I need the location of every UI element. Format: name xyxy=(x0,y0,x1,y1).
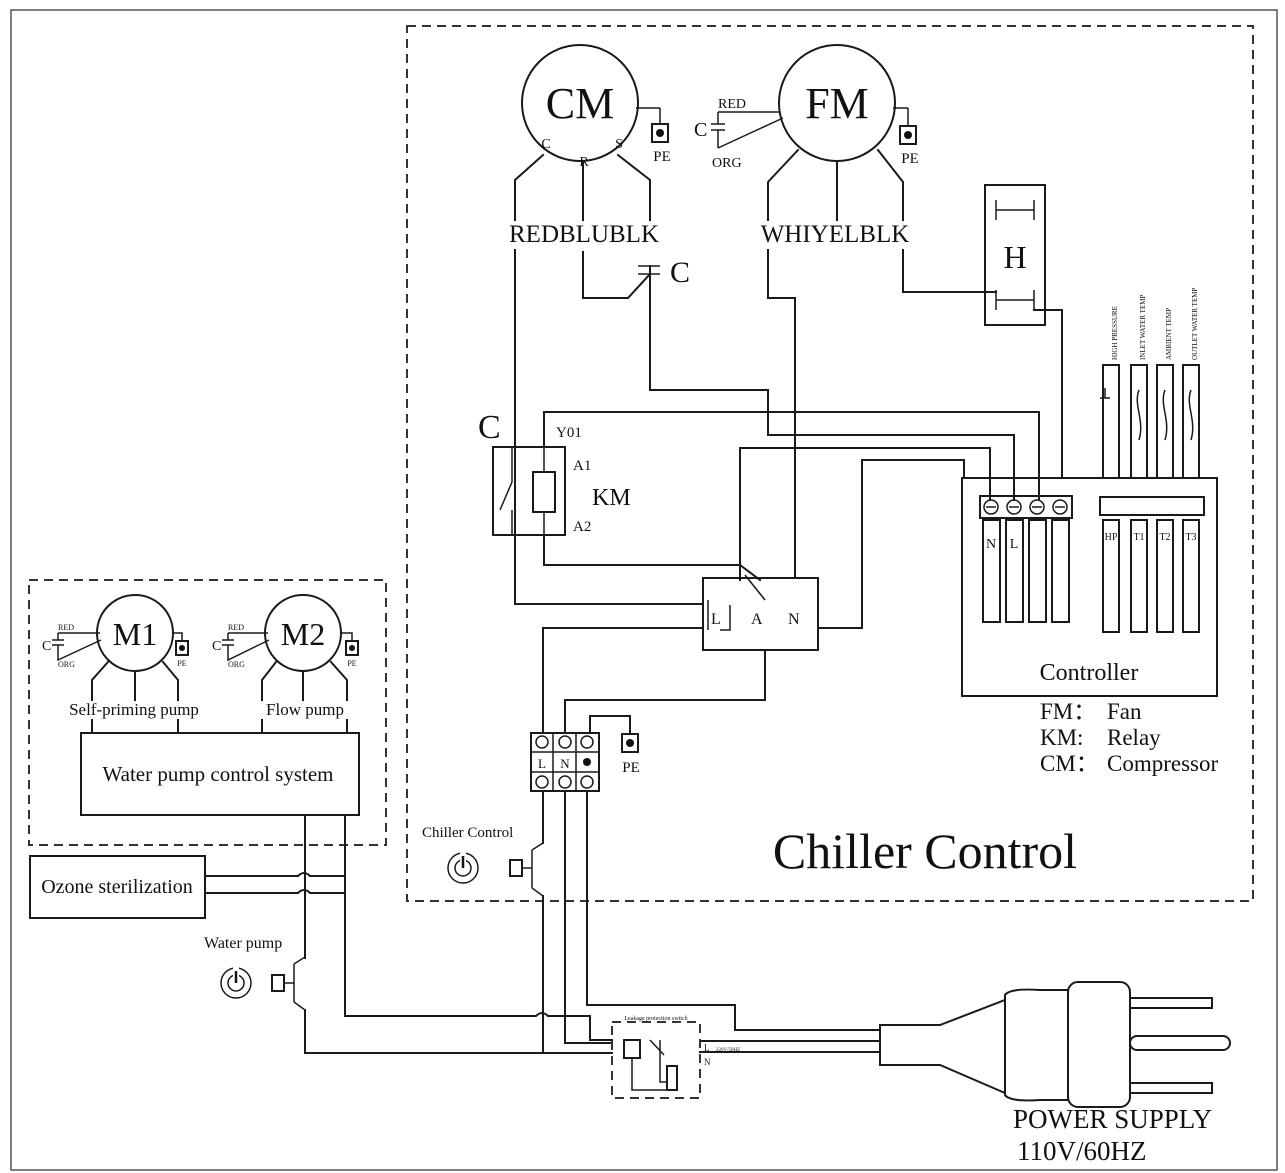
leakage-protection-switch: Leakage protection switch L N 220V/50HZ xyxy=(611,1016,740,1099)
fan-capacitor-label: C xyxy=(694,119,707,141)
pump-m1-label: M1 xyxy=(113,616,157,652)
sensor-probe: INLET WATER TEMP xyxy=(1130,295,1148,496)
start-capacitor-icon xyxy=(582,251,769,391)
chiller-switch-block: L A N xyxy=(702,574,819,651)
controller-sensor-label: T3 xyxy=(1185,532,1196,543)
fan-motor: FM RED ORG C xyxy=(694,44,896,171)
water-pump-region xyxy=(28,579,387,846)
chiller-control-title: Chiller Control xyxy=(773,823,1077,879)
sensor-probe-label: OUTLET WATER TEMP xyxy=(1191,288,1199,360)
heater: H xyxy=(984,184,1046,326)
sensor-probes: HIGH PRESSURE INLET WATER TEMP AMBIENT T… xyxy=(1100,288,1200,496)
ground-pe-label: PE xyxy=(622,760,640,776)
fan-capacitor-icon xyxy=(711,111,784,149)
water-pump-label: Water pump xyxy=(204,935,282,952)
compressor-pe-label: PE xyxy=(653,149,671,165)
fan-ground-icon: PE xyxy=(893,107,919,167)
fan-wire-colors: WHIYELBLK xyxy=(761,221,910,248)
pump-m1-org-label: ORG xyxy=(58,660,75,669)
controller-terminal-label: L xyxy=(1010,537,1019,552)
sensor-probe-label: AMBIENT TEMP xyxy=(1165,308,1173,360)
legend-key: FM： xyxy=(1040,699,1096,724)
switch-n-label: N xyxy=(788,611,800,628)
pump-m2-pe-label: PE xyxy=(347,659,356,668)
sensor-probe: OUTLET WATER TEMP xyxy=(1182,288,1200,496)
flow-pump-label: Flow pump xyxy=(266,700,344,719)
controller-sensor-label: T2 xyxy=(1159,532,1170,543)
sensor-probe-label: INLET WATER TEMP xyxy=(1139,295,1147,360)
water-pump-control-box: Water pump control system xyxy=(80,732,360,816)
pump-m1: M1 RED ORG C PE xyxy=(42,594,189,701)
controller-sensor-terminals: HP T1 T2 T3 xyxy=(1099,496,1205,633)
ozone-sterilization-box: Ozone sterilization xyxy=(29,855,206,919)
heater-label: H xyxy=(1003,239,1026,275)
leakage-l-label: L xyxy=(704,1043,710,1053)
pump-m2-org-label: ORG xyxy=(228,660,245,669)
terminal-c-label: C xyxy=(541,137,550,152)
controller-sensor-label: T1 xyxy=(1133,532,1144,543)
water-pump-switch[interactable]: Water pump xyxy=(204,935,306,1011)
legend: FM： Fan KM: Relay CM： Compressor xyxy=(1040,699,1219,776)
water-pump-control-label: Water pump control system xyxy=(102,762,333,786)
fan-org-label: ORG xyxy=(712,156,742,171)
power-plug-icon xyxy=(879,981,1231,1108)
controller-label: Controller xyxy=(1040,660,1139,686)
terminal-s-label: S xyxy=(615,137,623,152)
relay-km: C Y01 A1 A2 KM xyxy=(478,409,631,536)
legend-value: Fan xyxy=(1107,699,1142,724)
controller-sensor-label: HP xyxy=(1105,532,1118,543)
compressor-motor: CM C R S xyxy=(521,44,639,170)
relay-a1-label: A1 xyxy=(573,458,591,474)
compressor-ground-icon: PE xyxy=(636,107,671,165)
fan-label: FM xyxy=(805,79,869,128)
start-capacitor-label: C xyxy=(670,256,690,289)
relay-km-label: KM xyxy=(592,485,631,511)
legend-value: Compressor xyxy=(1107,751,1219,776)
sensor-probe: AMBIENT TEMP xyxy=(1156,308,1174,496)
fan-pe-label: PE xyxy=(901,151,919,167)
switch-a-label: A xyxy=(751,611,763,628)
compressor-wire-colors: REDBLUBLK xyxy=(509,221,659,248)
legend-key: CM： xyxy=(1040,751,1099,776)
sensor-probe-label: HIGH PRESSURE xyxy=(1111,306,1119,360)
pump-m1-red-label: RED xyxy=(58,623,74,632)
ozone-label: Ozone sterilization xyxy=(41,876,193,898)
leakage-n-label: N xyxy=(704,1057,711,1067)
ground-terminal-icon: PE xyxy=(589,715,640,776)
leakage-switch-title: Leakage protection switch xyxy=(624,1016,687,1022)
compressor-label: CM xyxy=(546,79,614,128)
switch-l-label: L xyxy=(711,611,721,628)
controller-power-terminals: N L xyxy=(979,495,1073,623)
leakage-rating: 220V/50HZ xyxy=(716,1048,740,1053)
pump-m2-cap-label: C xyxy=(212,639,221,654)
controller-terminal-label: N xyxy=(986,537,996,552)
relay-a2-label: A2 xyxy=(573,519,591,535)
terminal-l-label: L xyxy=(538,756,546,771)
power-supply-label: POWER SUPPLY xyxy=(1013,1104,1212,1134)
pump-m2: M2 RED ORG C PE xyxy=(212,594,359,701)
pump-m2-red-label: RED xyxy=(228,623,244,632)
pump-m1-pe-label: PE xyxy=(177,659,186,668)
pump-m2-label: M2 xyxy=(281,616,325,652)
relay-y01-label: Y01 xyxy=(556,425,582,441)
chiller-control-switch[interactable]: Chiller Control xyxy=(422,825,544,897)
relay-c-label: C xyxy=(478,409,501,446)
terminal-block: L N xyxy=(530,732,600,792)
sensor-probe: HIGH PRESSURE xyxy=(1100,306,1120,496)
legend-value: Relay xyxy=(1107,725,1161,750)
fan-red-label: RED xyxy=(718,97,746,112)
chiller-control-region xyxy=(406,25,1254,902)
self-priming-pump-label: Self-priming pump xyxy=(69,700,199,719)
terminal-r-label: R xyxy=(579,155,589,170)
legend-key: KM: xyxy=(1040,725,1083,750)
chiller-switch-label: Chiller Control xyxy=(422,825,513,841)
pump-m1-cap-label: C xyxy=(42,639,51,654)
page-frame xyxy=(10,9,1278,1171)
power-supply-rating: 110V/60HZ xyxy=(1017,1136,1147,1166)
terminal-n-label: N xyxy=(560,756,570,771)
controller: N L HP T1 T2 T3 Controller xyxy=(961,477,1218,697)
